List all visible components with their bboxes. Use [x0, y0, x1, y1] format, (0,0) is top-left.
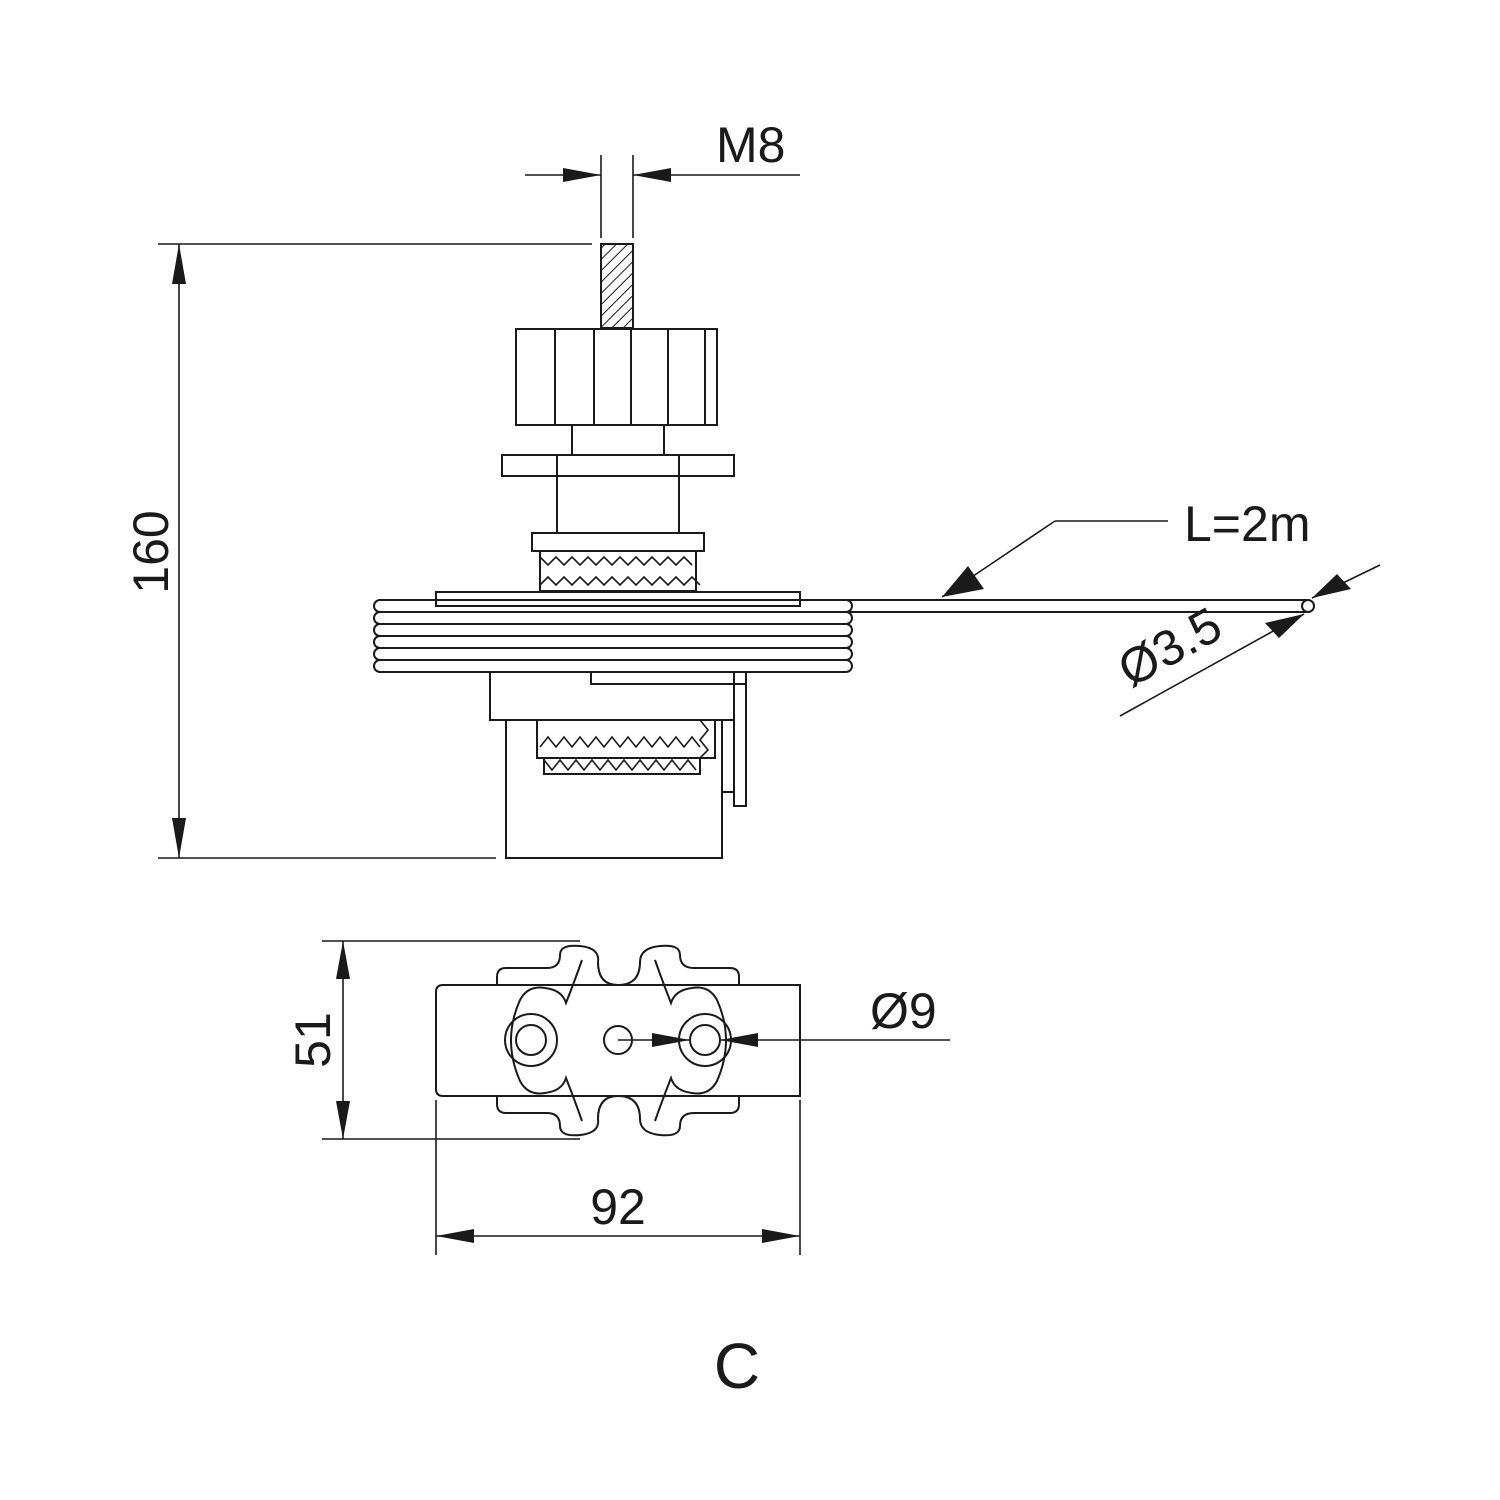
top-view: Ø9 51 92 — [285, 940, 950, 1255]
flange — [501, 454, 735, 477]
star-knob-outline-bottom — [496, 1094, 740, 1137]
threaded-ring — [531, 532, 705, 592]
left-mounting-hole — [504, 1013, 558, 1067]
thread-label: M8 — [716, 117, 785, 173]
knob-neck — [571, 424, 665, 456]
dim-cable-diameter: Ø3.5 — [1109, 564, 1381, 717]
plate-stack — [373, 599, 853, 673]
dim-height: 160 — [123, 243, 592, 859]
plate-width-label: 92 — [590, 1179, 646, 1235]
threaded-stud — [600, 243, 634, 329]
body — [556, 454, 680, 534]
star-knob-outline — [496, 944, 740, 987]
dim-hole-diameter: Ø9 — [618, 983, 950, 1047]
dim-cable-length: L=2m — [941, 496, 1310, 598]
side-view: M8 160 L=2m Ø3.5 — [123, 117, 1381, 859]
knurled-knob — [515, 328, 718, 426]
dim-plate-height: 51 — [285, 940, 580, 1140]
base-plate — [435, 984, 801, 1097]
lower-threaded-ring — [536, 719, 716, 775]
lower-housing — [489, 671, 747, 859]
cable — [800, 599, 1315, 613]
dim-plate-width: 92 — [435, 1100, 801, 1255]
hole-diameter-label: Ø9 — [870, 983, 937, 1039]
plate-height-label: 51 — [285, 1012, 341, 1068]
dim-thread: M8 — [525, 117, 800, 238]
height-label: 160 — [123, 510, 179, 593]
view-label: C — [714, 1330, 760, 1402]
cable-length-label: L=2m — [1184, 496, 1310, 552]
